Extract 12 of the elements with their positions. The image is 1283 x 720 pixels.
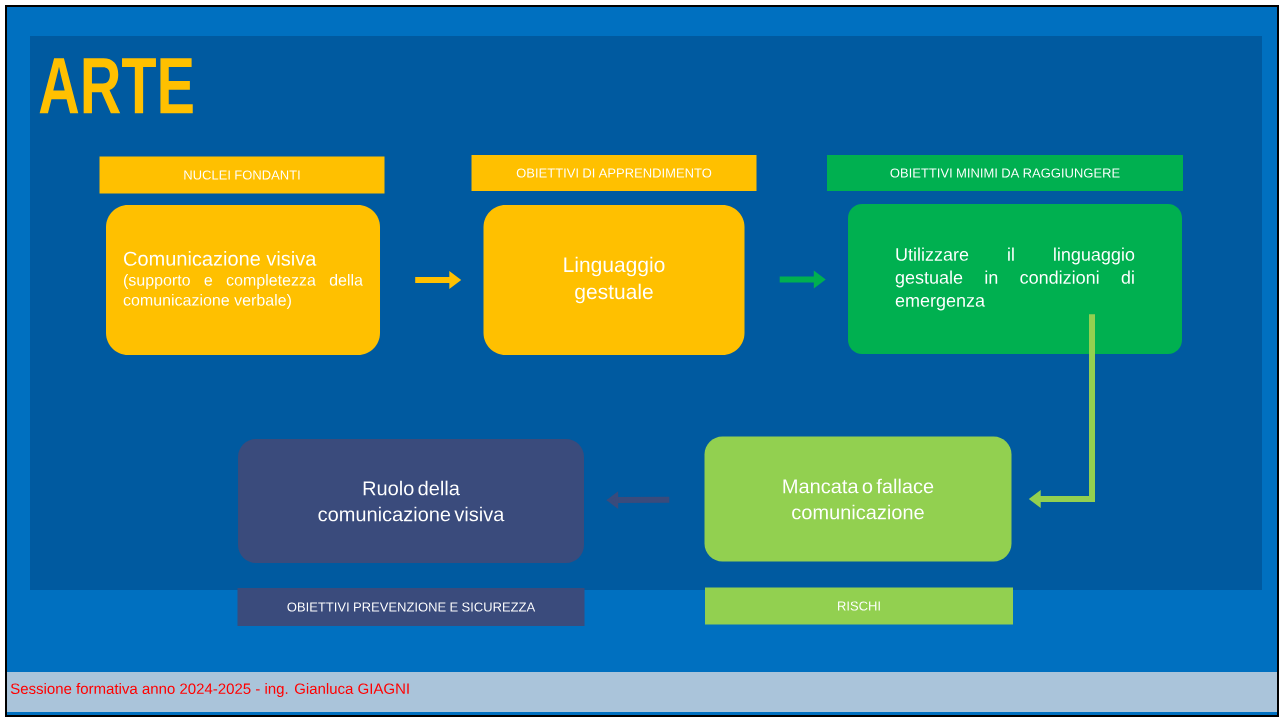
header-band: RISCHI xyxy=(705,587,1013,625)
header-band: OBIETTIVI DI APPRENDIMENTO xyxy=(471,155,757,191)
process-box: Comunicazione visiva (supporto e completezza della comunicazione verbale) xyxy=(106,205,380,355)
header-band: OBIETTIVI PREVENZIONE E SICUREZZA xyxy=(237,588,585,626)
header-band: NUCLEI FONDANTI xyxy=(99,156,385,194)
footer-text: Sessione formativa anno 2024-2025 - ing. Gianluca GIAGNI xyxy=(10,683,409,697)
process-box: Mancata o fallace comunicazione xyxy=(704,436,1012,562)
title: ARTE xyxy=(39,58,193,114)
process-box: Utilizzare il linguaggio gestuale in condizioni di emergenza xyxy=(848,204,1182,354)
process-box: Linguaggio gestuale xyxy=(483,205,745,355)
process-box: Ruolo della comunicazione visiva xyxy=(238,439,584,563)
header-band: OBIETTIVI MINIMI DA RAGGIUNGERE xyxy=(827,155,1183,191)
